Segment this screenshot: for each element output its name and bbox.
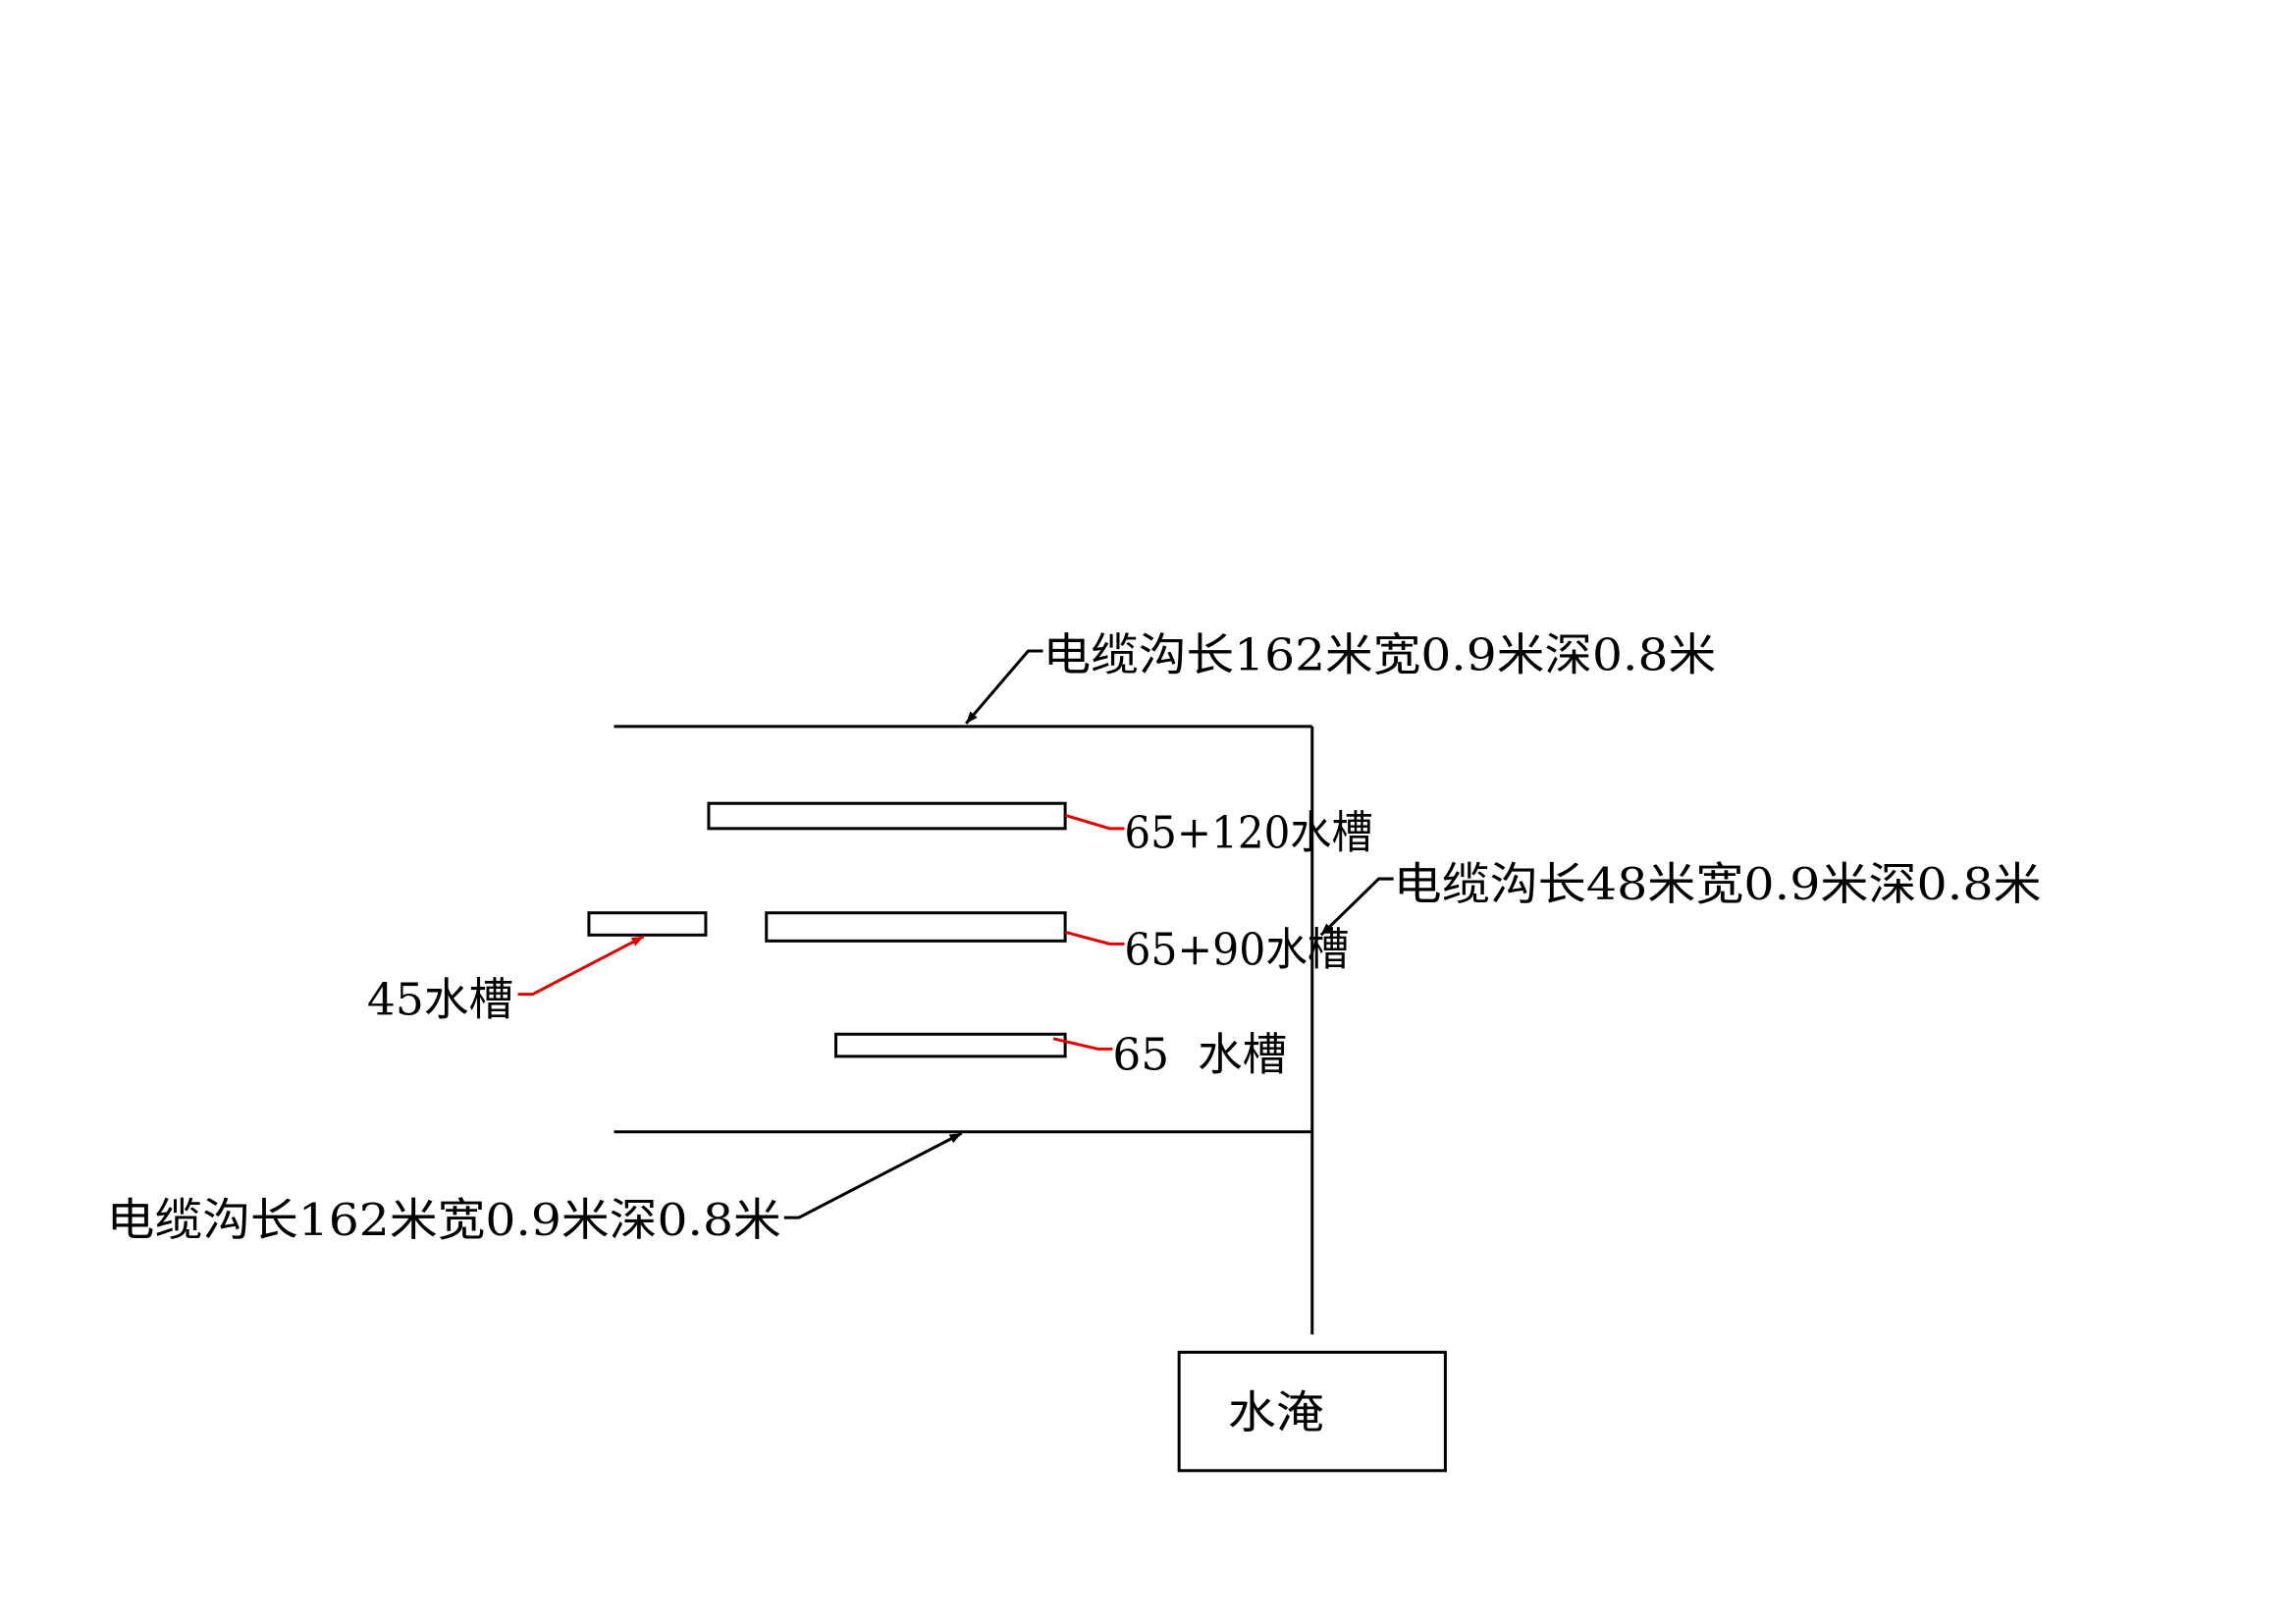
trough-45-label: 45水槽 <box>367 974 513 1026</box>
trough-65-120 <box>707 801 1067 831</box>
trough-65 <box>834 1032 1067 1058</box>
leader-65-90 <box>1064 930 1125 946</box>
trench-top-label: 电缆沟长162米宽0.9米深0.8米 <box>1043 629 1717 681</box>
leader-45 <box>517 935 645 997</box>
leader-bottom <box>783 1131 963 1219</box>
trough-65-90-label: 65+90水槽 <box>1124 923 1349 975</box>
trench-right-label: 电缆沟长48米宽0.9米深0.8米 <box>1394 858 2042 910</box>
sump-label: 水淹 <box>1228 1386 1324 1438</box>
sump-box <box>1177 1350 1447 1473</box>
trench-bottom-label: 电缆沟长162米宽0.9米深0.8米 <box>107 1194 781 1246</box>
leader-right <box>1319 877 1394 937</box>
trough-65-90 <box>765 911 1067 943</box>
trough-45 <box>587 911 708 937</box>
leader-65-120 <box>1064 813 1125 831</box>
leader-top <box>965 649 1043 725</box>
leader-65 <box>1052 1037 1113 1051</box>
trough-65-120-label: 65+120水槽 <box>1124 806 1372 858</box>
trough-65-label: 65 水槽 <box>1112 1028 1287 1080</box>
